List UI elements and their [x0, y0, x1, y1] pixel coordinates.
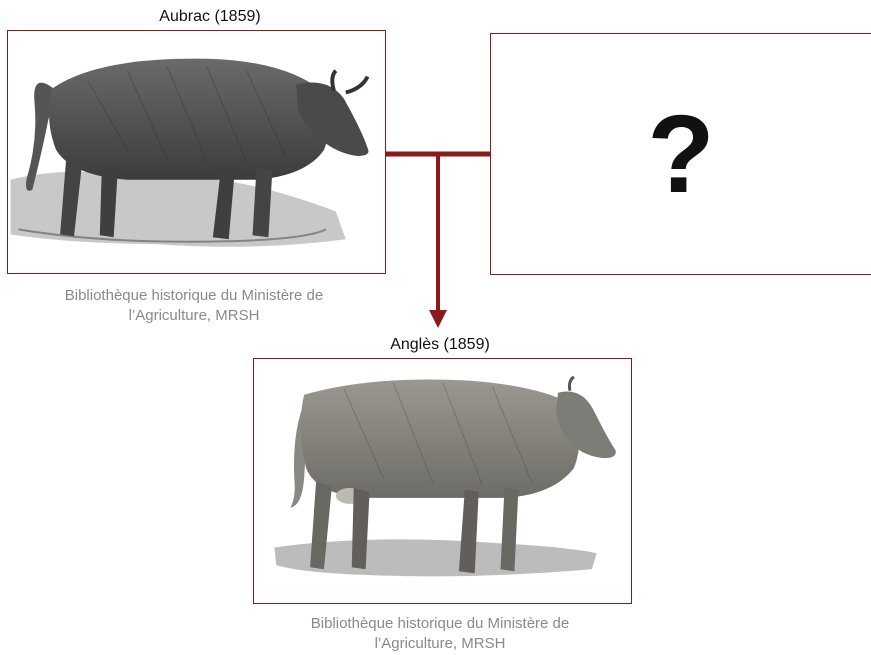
question-mark: ?	[491, 34, 871, 274]
aubrac-caption-line1: Bibliothèque historique du Ministère de	[8, 286, 380, 306]
unknown-parent-frame: ?	[490, 33, 871, 275]
angles-image-frame	[253, 358, 632, 604]
angles-caption-line2: l’Agriculture, MRSH	[254, 634, 626, 654]
angles-caption-line1: Bibliothèque historique du Ministère de	[254, 614, 626, 634]
aubrac-image-frame	[7, 30, 386, 274]
angles-title: Anglès (1859)	[340, 336, 540, 354]
aubrac-title: Aubrac (1859)	[110, 8, 310, 26]
angles-caption: Bibliothèque historique du Ministère de …	[254, 614, 626, 654]
aubrac-caption: Bibliothèque historique du Ministère de …	[8, 286, 380, 326]
aubrac-bull-illustration	[8, 31, 385, 273]
angles-cow-illustration	[254, 359, 631, 603]
descent-arrowhead	[429, 310, 447, 328]
aubrac-caption-line2: l’Agriculture, MRSH	[8, 306, 380, 326]
